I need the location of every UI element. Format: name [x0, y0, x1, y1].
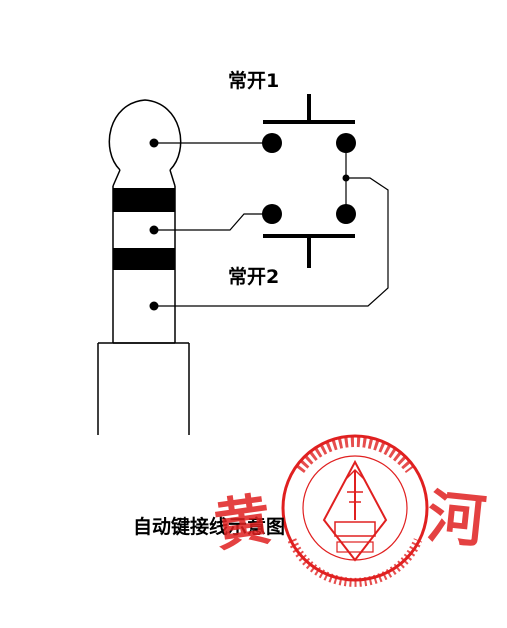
normally-open-1-label: 常开1 [228, 70, 280, 92]
switch1-contact-right [336, 133, 356, 153]
switch-no1 [262, 94, 356, 153]
stamp-character-right: 河 [424, 482, 489, 556]
tip-neck-left [112, 169, 121, 187]
club-stamp-logo [281, 434, 429, 587]
wire-sleeve-to-common [154, 177, 389, 307]
switch1-contact-left [262, 133, 282, 153]
insulator-band-2 [113, 248, 175, 270]
switch2-contact-right [336, 204, 356, 224]
switch2-contact-left [262, 204, 282, 224]
wires [154, 142, 389, 307]
stamp-character-left: 黄 [210, 486, 275, 560]
insulator-band-1 [113, 188, 175, 212]
switch-no2 [262, 204, 356, 268]
wire-ring-to-no2 [154, 213, 272, 231]
tip-neck-right [169, 169, 176, 187]
junction-dot [342, 174, 350, 182]
plug-tip [108, 99, 182, 171]
normally-open-2-label: 常开2 [228, 266, 280, 288]
diagram-title: 自动键接线示意图 [133, 516, 286, 538]
